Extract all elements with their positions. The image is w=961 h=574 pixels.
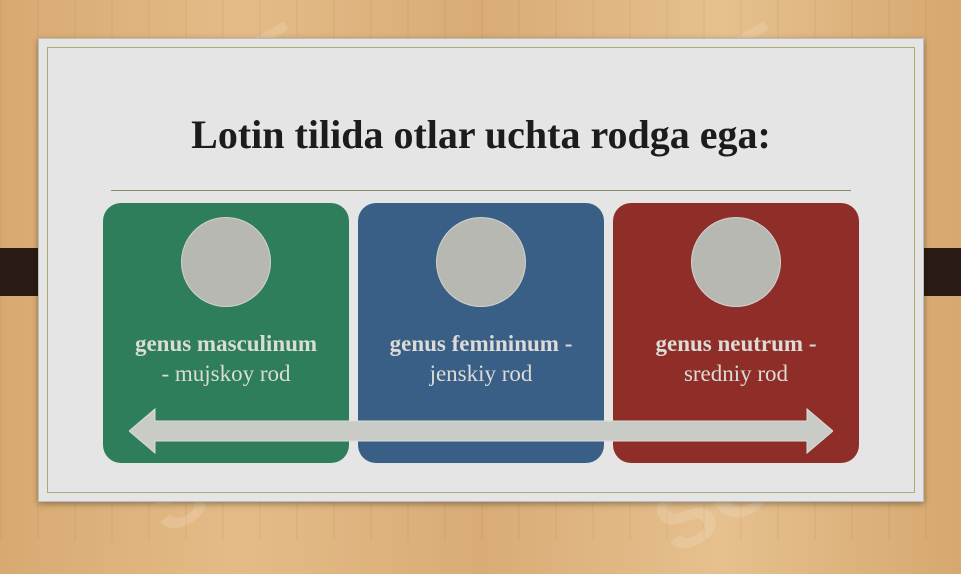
title-text: Lotin tilida otlar uchta	[191, 112, 591, 157]
placeholder-circle-icon	[181, 217, 271, 307]
title-highlight: rodga	[590, 112, 690, 157]
card-term: genus masculinum	[134, 331, 318, 356]
card-description: - mujskoy rod	[161, 361, 291, 386]
placeholder-circle-icon	[436, 217, 526, 307]
slide-title: Lotin tilida otlar uchta rodga ega:	[39, 111, 923, 159]
title-divider	[111, 190, 851, 191]
placeholder-circle-icon	[691, 217, 781, 307]
card-femininum: genus femininum - jenskiy rod	[358, 203, 604, 463]
card-description: jenskiy rod	[429, 361, 533, 386]
double-headed-arrow-icon	[129, 407, 833, 455]
card-text: genus masculinum - mujskoy rod	[103, 329, 349, 389]
card-text: genus neutrum - sredniy rod	[613, 329, 859, 389]
slide-board: Lotin tilida otlar uchta rodga ega: genu…	[38, 38, 924, 502]
board-frame	[47, 47, 915, 493]
card-term-dash: -	[558, 331, 573, 356]
card-term-dash: -	[803, 331, 817, 356]
title-text-end: ega:	[689, 112, 771, 157]
card-term: genus femininum	[389, 331, 559, 356]
card-term: genus neutrum	[655, 331, 804, 356]
card-description: sredniy rod	[683, 361, 789, 386]
card-text: genus femininum - jenskiy rod	[358, 329, 604, 389]
